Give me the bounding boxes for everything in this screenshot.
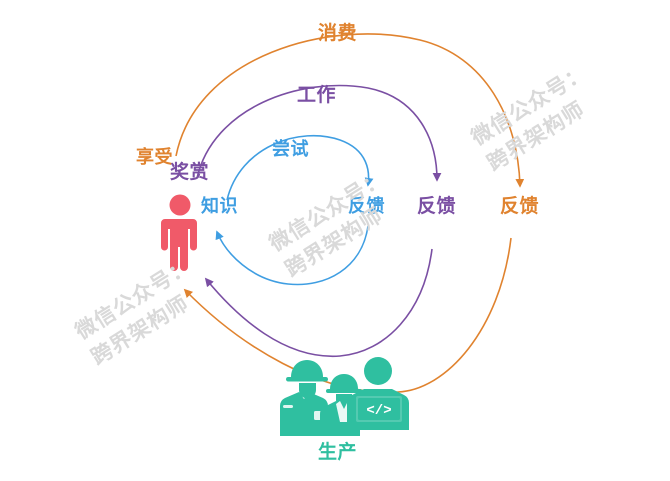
arc-consume-outbound [175, 33, 525, 188]
arc-feedback-inner-return [215, 225, 369, 286]
arc-feedback-middle-return [204, 248, 433, 357]
loop-inner-blue [215, 134, 374, 286]
arc-work-outbound [196, 84, 442, 182]
label-work: 工作 [297, 85, 337, 106]
label-consume: 消费 [318, 23, 358, 44]
worker-hardhat-left [280, 360, 328, 436]
producer-workers-icon: </> [280, 357, 409, 436]
label-enjoy: 享受 [136, 147, 173, 167]
arc-try-outbound [226, 134, 374, 201]
label-feedback-inner: 反馈 [348, 196, 385, 216]
label-feedback-middle: 反馈 [417, 196, 457, 217]
label-knowledge: 知识 [201, 196, 238, 216]
consumer-person-icon [161, 194, 197, 271]
svg-text:</>: </> [366, 403, 391, 419]
label-produce: 生产 [318, 442, 358, 463]
label-reward: 奖赏 [170, 162, 210, 183]
arc-feedback-outer-return [183, 237, 512, 393]
loop-middle-purple [196, 84, 442, 357]
label-try: 尝试 [272, 139, 309, 159]
label-feedback-outer: 反馈 [500, 196, 540, 217]
worker-developer-right: </> [347, 357, 409, 430]
